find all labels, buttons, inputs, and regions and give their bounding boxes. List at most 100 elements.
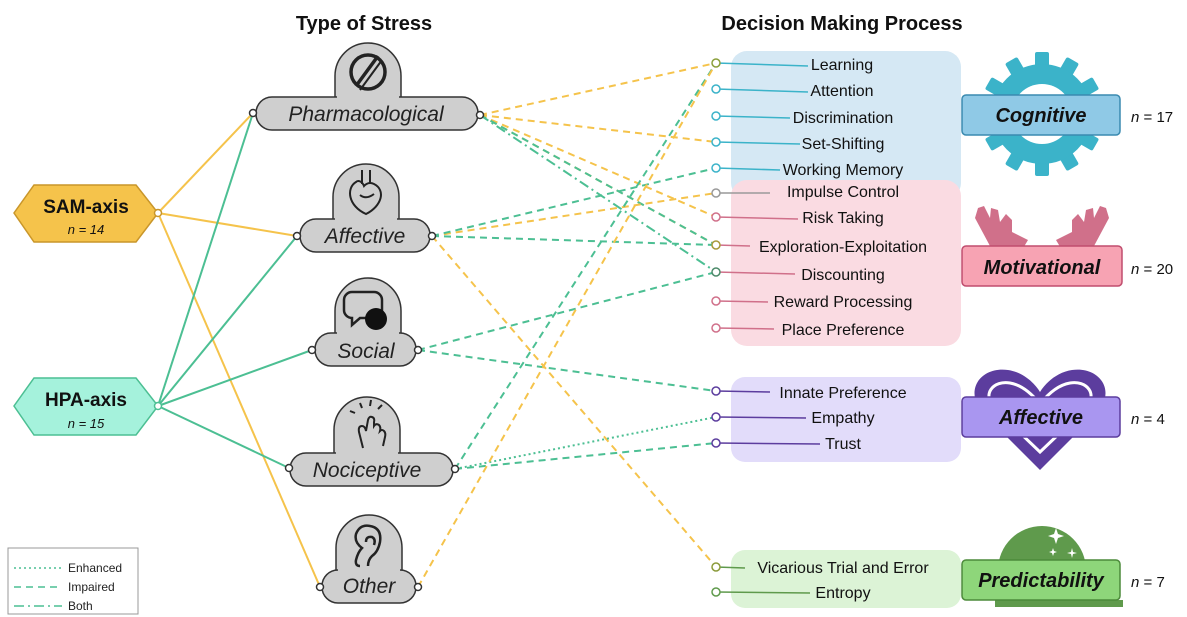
link-nociceptive-learning [454,62,717,470]
stress-label-other: Other [343,575,397,598]
sam-axis-node: SAM-axis n = 14 [13,184,163,243]
process-place: Place Preference [711,322,905,339]
stress-node-pharmacological: Pharmacological [248,42,485,131]
process-attention: Attention [711,83,874,100]
process-discrimination: Discrimination [711,110,893,127]
process-label-empathy: Empathy [811,410,874,427]
process-label-trust: Trust [825,436,861,453]
link-pharm-setshifting [479,114,717,143]
legend-label-both: Both [68,599,93,613]
link-affective-impulse [431,192,717,237]
process-entropy: Entropy [711,585,871,602]
category-predictability: Predictability n = 7 [961,526,1165,607]
process-label-innate: Innate Preference [779,385,906,402]
link-hpa-affective [157,235,298,407]
process-trust: Trust [711,436,861,453]
crystal-ball-icon [995,526,1123,607]
hpa-axis-node: HPA-axis n = 15 [13,377,163,436]
process-label-attention: Attention [810,83,873,100]
process-label-place: Place Preference [782,322,905,339]
legend-label-impaired: Impaired [68,580,115,594]
process-label-risk-taking: Risk Taking [802,210,884,227]
link-pharm-risk [479,114,717,218]
process-innate: Innate Preference [711,385,907,402]
link-social-discounting [417,271,717,351]
category-label-motivational: Motivational [984,257,1101,279]
stress-label-nociceptive: Nociceptive [313,459,422,482]
category-motivational: Motivational n = 20 [961,206,1173,287]
heart-organ-icon [349,170,382,216]
process-learning: Learning [711,57,873,74]
legend-label-enhanced: Enhanced [68,561,122,575]
stress-header: Type of Stress [296,13,432,35]
link-affective-exploration [431,235,717,246]
link-hpa-nociceptive [157,405,290,469]
prohibition-icon [349,53,387,91]
sam-axis-count: n = 14 [68,222,105,237]
process-label-reward: Reward Processing [774,294,913,311]
process-label-exploration: Exploration-Exploitation [759,239,927,256]
process-label-set-shifting: Set-Shifting [802,136,885,153]
stress-node-social: Social [307,277,423,367]
sam-axis-label: SAM-axis [43,197,129,218]
stress-process-links [417,62,717,588]
category-label-cognitive: Cognitive [995,105,1086,127]
link-affective-vte [431,235,717,568]
process-vte: Vicarious Trial and Error [711,560,929,577]
link-pharm-learning [479,62,717,116]
link-social-innate [417,349,717,392]
hpa-axis-label: HPA-axis [45,390,127,411]
link-nociceptive-trust [454,442,717,470]
category-count-affective: n = 4 [1131,411,1165,428]
category-count-predictability: n = 7 [1131,574,1165,591]
ear-icon [354,524,382,568]
stress-node-other: Other [315,514,423,604]
link-sam-pharmacological [157,112,254,214]
stress-label-pharmacological: Pharmacological [288,103,445,126]
process-empathy: Empathy [711,410,875,427]
link-sam-other [157,212,321,588]
link-pharm-exploration-hpa [479,114,717,246]
link-pharm-discounting-hpa [479,114,717,273]
process-exploration: Exploration-Exploitation [711,239,927,256]
axis-links [157,112,321,588]
process-risktaking: Risk Taking [711,210,884,227]
stress-node-affective: Affective [292,163,437,253]
process-label-impulse-control: Impulse Control [787,184,899,201]
category-affective: Affective n = 4 [961,369,1165,470]
category-count-motivational: n = 20 [1131,261,1173,278]
link-hpa-social [157,349,313,407]
process-discounting: Discounting [711,267,885,284]
category-count-cognitive: n = 17 [1131,109,1173,126]
link-nociceptive-empathy [454,416,717,470]
process-label-discounting: Discounting [801,267,885,284]
hpa-axis-count: n = 15 [68,416,105,431]
stress-node-nociceptive: Nociceptive [284,396,460,487]
process-label-entropy: Entropy [815,585,870,602]
chat-bubble-icon [342,290,387,330]
link-hpa-pharmacological [157,112,254,407]
process-setshifting: Set-Shifting [711,136,885,153]
process-label-working-memory: Working Memory [783,162,904,179]
link-affective-workingmemory [431,167,717,237]
motivational-group-box [731,180,961,346]
pointing-hand-icon [349,399,387,449]
process-label-discrimination: Discrimination [793,110,893,127]
stress-label-affective: Affective [323,225,406,248]
process-workingmemory: Working Memory [711,162,904,179]
legend: Enhanced Impaired Both [7,547,139,615]
affective-group-box [731,377,961,462]
category-label-affective: Affective [998,407,1083,429]
link-other-learning [417,62,717,588]
raised-hands-icon [975,206,1109,250]
process-items: Learning Attention Discrimination Set-Sh… [711,57,929,602]
process-reward: Reward Processing [711,294,913,311]
category-cognitive: Cognitive n = 17 [961,52,1173,176]
process-header: Decision Making Process [721,13,962,35]
cognitive-group-box [731,51,961,199]
stress-label-social: Social [337,340,396,363]
process-impulsecontrol: Impulse Control [711,184,899,201]
process-label-vte: Vicarious Trial and Error [757,560,929,577]
category-label-predictability: Predictability [978,570,1104,592]
